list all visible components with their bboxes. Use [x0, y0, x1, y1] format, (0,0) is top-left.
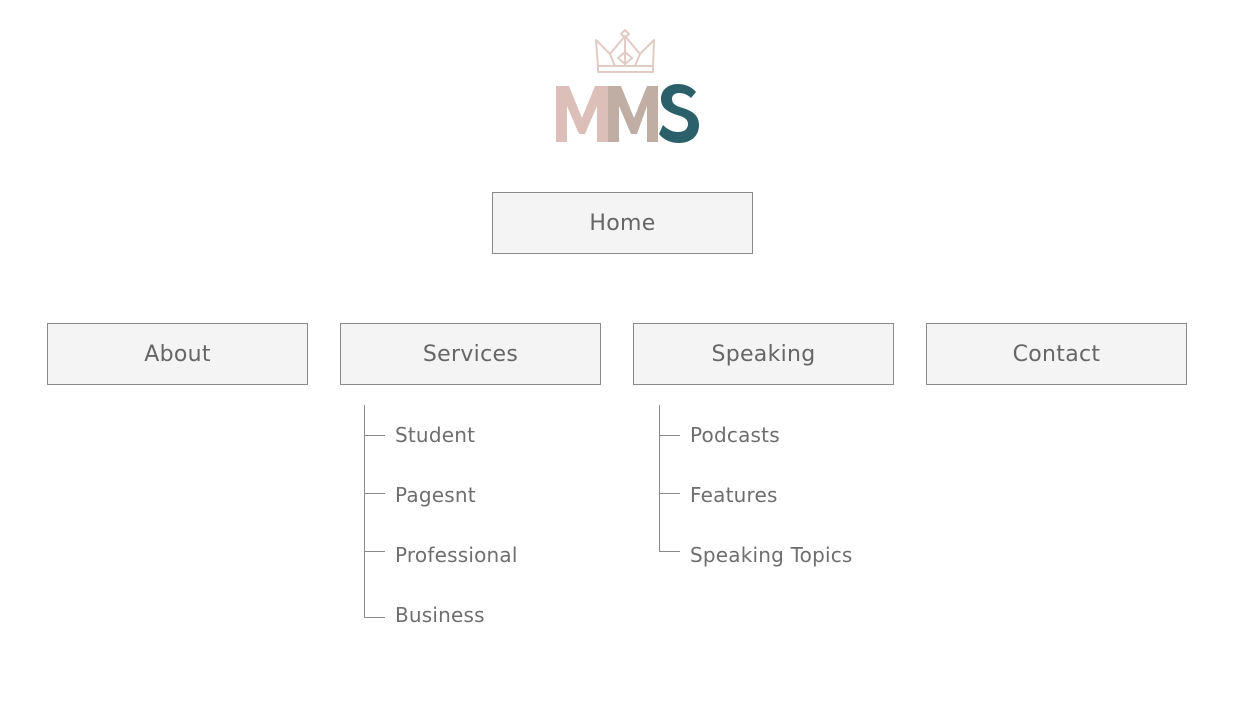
connector-branch — [364, 493, 385, 494]
contact-node-label: Contact — [1012, 341, 1101, 367]
services-child-professional[interactable]: Professional — [395, 543, 518, 567]
speaking-node[interactable]: Speaking — [633, 323, 894, 385]
mms-logo[interactable] — [555, 28, 705, 148]
logo-mark — [556, 29, 699, 143]
logo-letter-m1 — [556, 86, 608, 142]
logo-letter-s — [659, 84, 699, 143]
speaking-subtree: Podcasts Features Speaking Topics — [659, 405, 879, 567]
crown-icon — [595, 29, 655, 73]
home-node[interactable]: Home — [492, 192, 753, 254]
services-node-label: Services — [422, 341, 519, 367]
services-child-business[interactable]: Business — [395, 603, 485, 627]
speaking-child-speaking-topics[interactable]: Speaking Topics — [690, 543, 853, 567]
about-node[interactable]: About — [47, 323, 308, 385]
services-child-pagesnt[interactable]: Pagesnt — [395, 483, 476, 507]
connector-branch — [364, 435, 385, 436]
connector-branch — [364, 617, 385, 618]
about-node-label: About — [144, 341, 211, 367]
connector-branch — [364, 551, 385, 552]
logo-letter-m2 — [608, 86, 658, 142]
connector-branch — [659, 435, 680, 436]
contact-node[interactable]: Contact — [926, 323, 1187, 385]
speaking-node-label: Speaking — [711, 341, 816, 367]
services-node[interactable]: Services — [340, 323, 601, 385]
home-node-label: Home — [589, 210, 656, 236]
speaking-connector-line — [659, 405, 660, 552]
connector-branch — [659, 551, 680, 552]
speaking-child-podcasts[interactable]: Podcasts — [690, 423, 780, 447]
services-child-student[interactable]: Student — [395, 423, 476, 447]
connector-branch — [659, 493, 680, 494]
services-subtree: Student Pagesnt Professional Business — [364, 405, 564, 627]
services-connector-line — [364, 405, 365, 617]
speaking-child-features[interactable]: Features — [690, 483, 778, 507]
